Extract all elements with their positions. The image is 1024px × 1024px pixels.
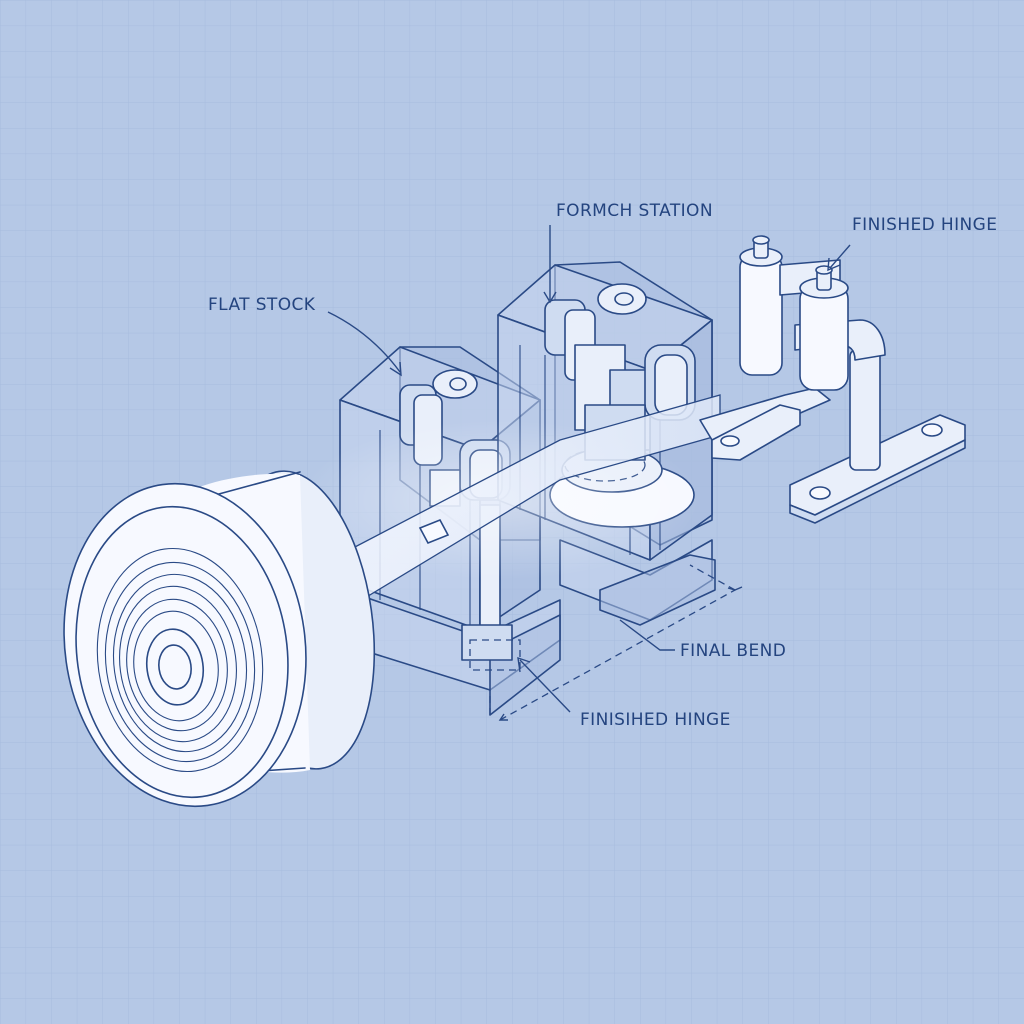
finished-hinge-bottom-arrowhead (517, 656, 531, 673)
final-bend-label: FINAL BEND (680, 641, 786, 661)
finished-hinge-bottom-leader (519, 659, 571, 713)
finished-hinge (711, 235, 966, 524)
flat-stock-label: FLAT STOCK (208, 295, 316, 315)
forming-station-arrowhead (543, 291, 557, 304)
finished-hinge-top-label: FINISHED HINGE (852, 215, 997, 235)
finished-hinge-top-arrowhead (827, 257, 841, 272)
final-bend-leader (619, 619, 675, 651)
finished-hinge-bottom-label: FINISIHED HINGE (580, 710, 731, 730)
flat-stock-leader (327, 311, 401, 373)
finished-hinge-top-leader (829, 244, 851, 269)
dimension-lines (489, 564, 743, 721)
coil-spool (63, 470, 376, 808)
forming-station-label: FORMCH STATION (556, 201, 713, 221)
flat-stock-arrowhead (389, 361, 402, 377)
flat-stock-strip (300, 387, 831, 625)
